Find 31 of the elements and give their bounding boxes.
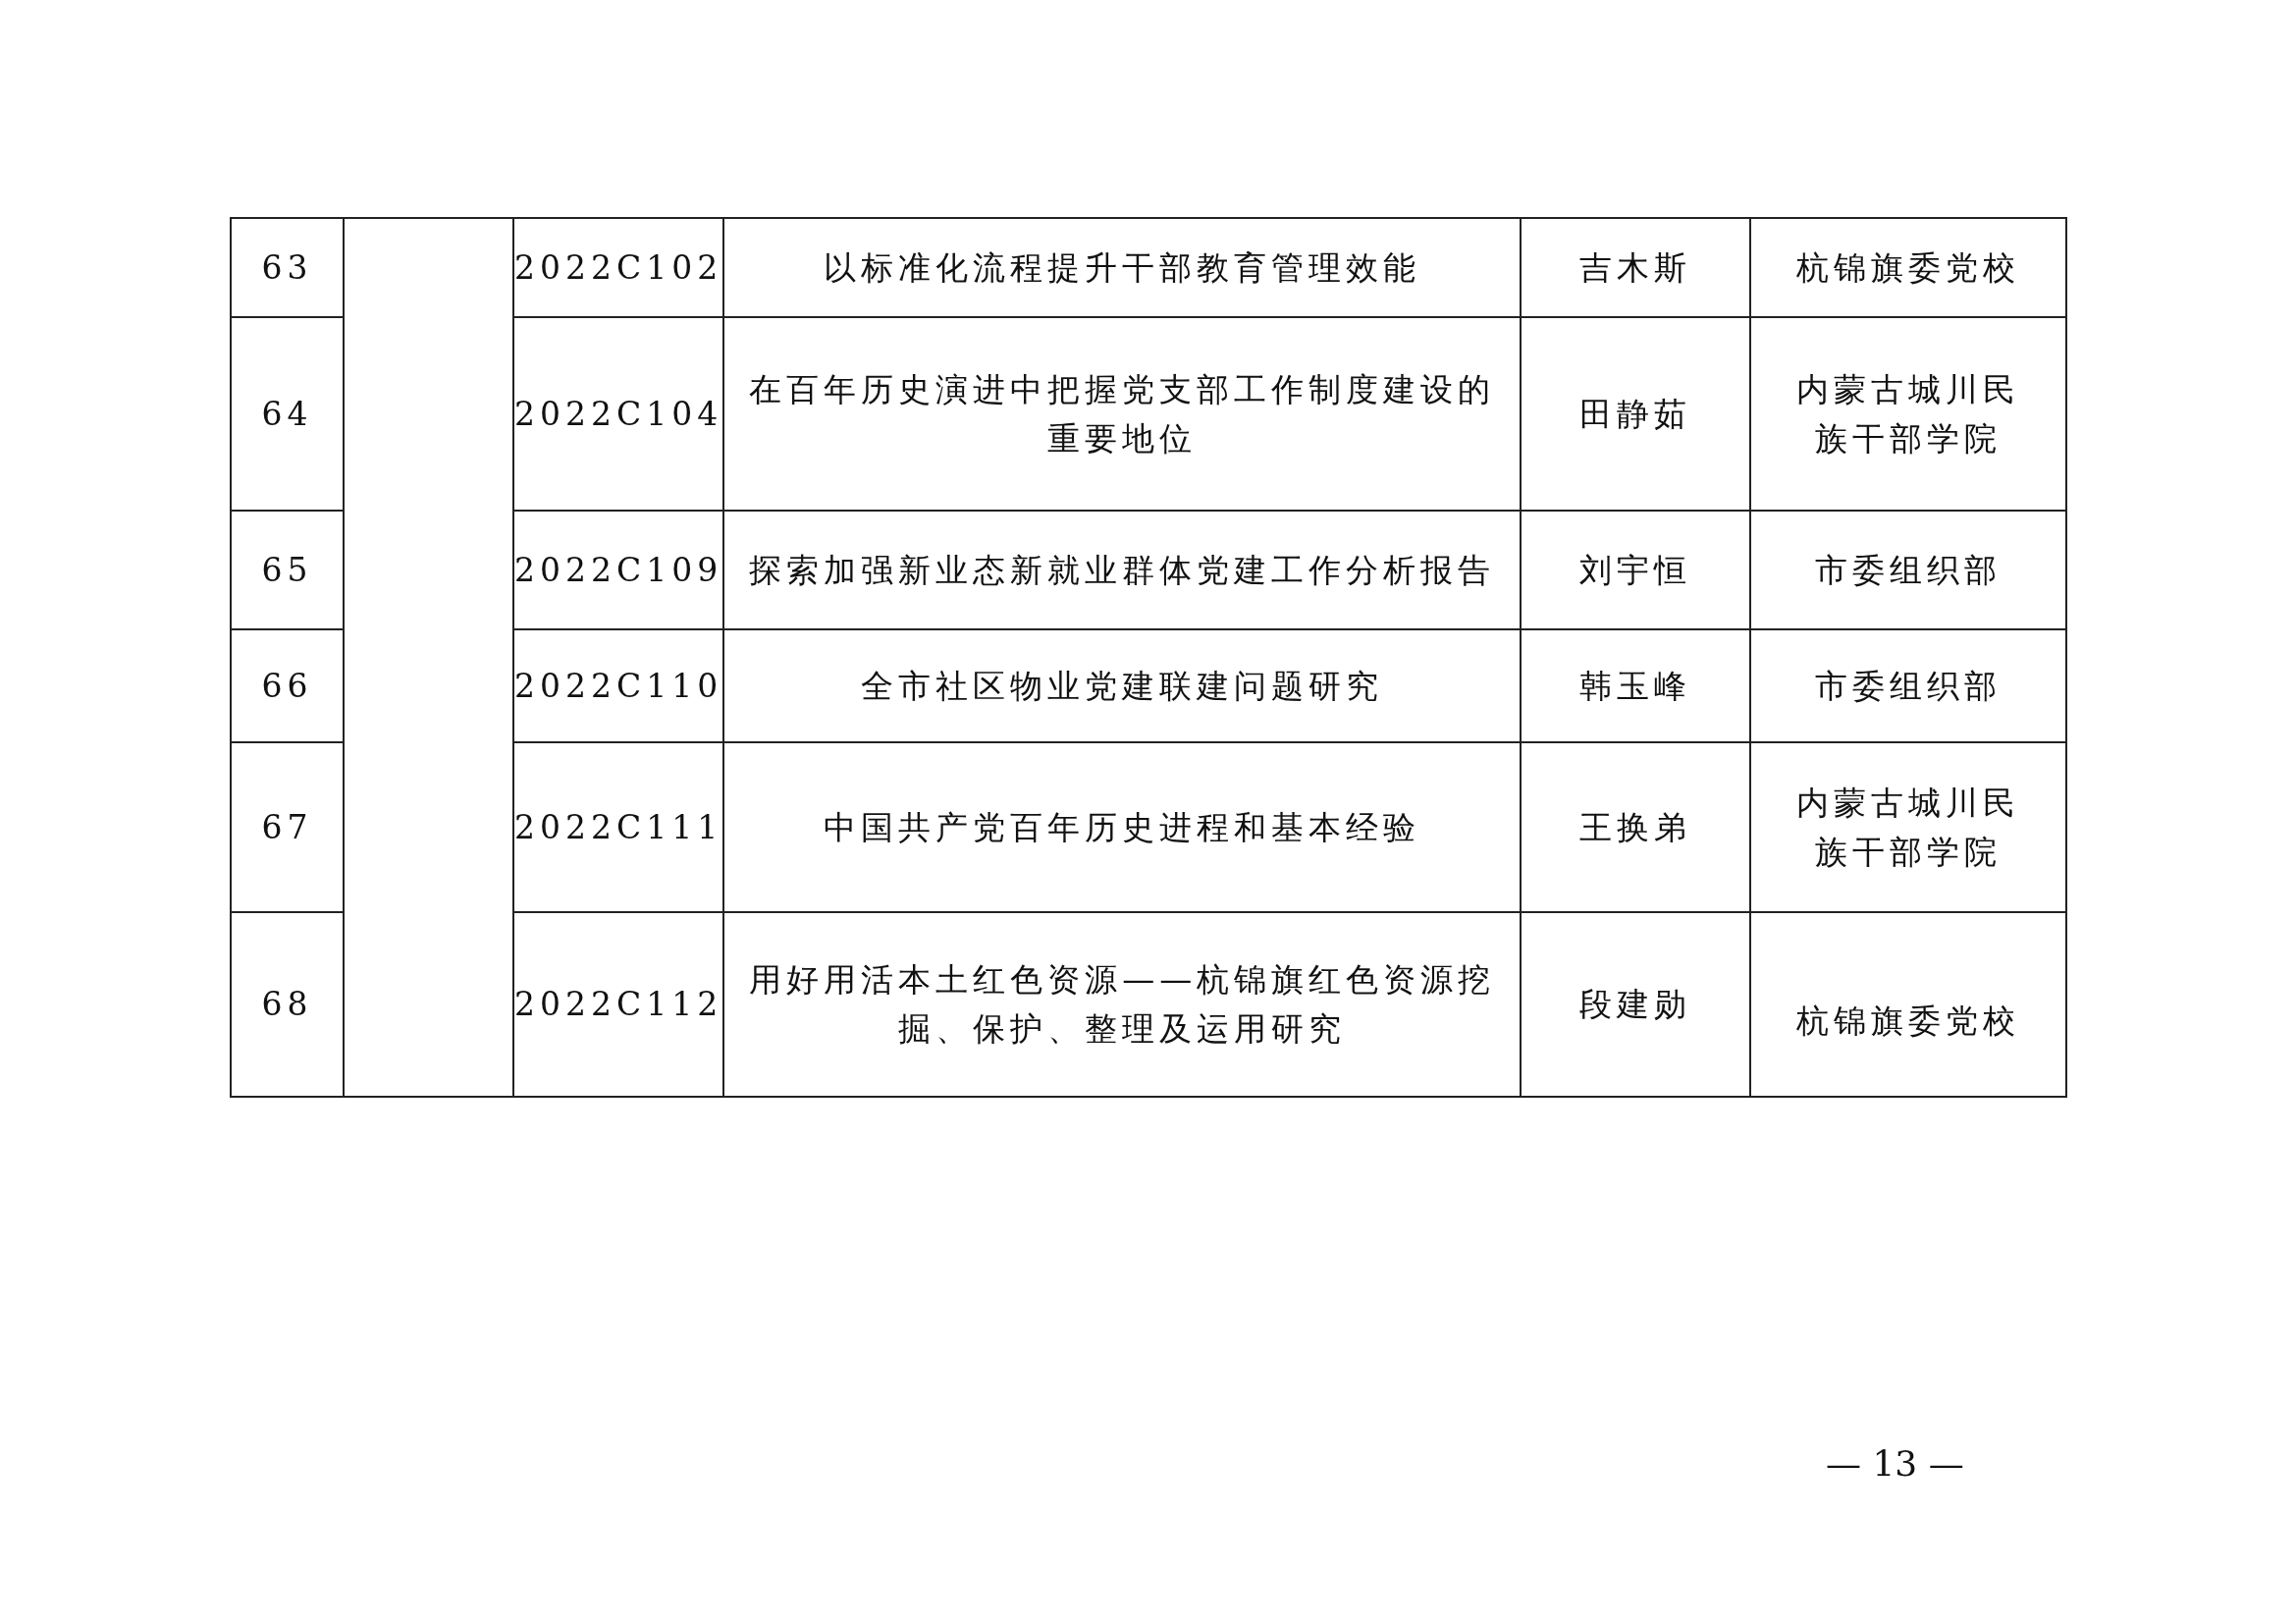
table-cell: 在百年历史演进中把握党支部工作制度建设的重要地位 xyxy=(723,317,1522,511)
table-cell: 2022C109 xyxy=(513,511,724,629)
table-cell: 中国共产党百年历史进程和基本经验 xyxy=(723,742,1522,912)
table-cell: 杭锦旗委党校 xyxy=(1750,218,2067,317)
page-number: — 13 — xyxy=(1826,1443,1964,1484)
table-cell: 韩玉峰 xyxy=(1521,629,1751,742)
table-cell: 2022C104 xyxy=(513,317,724,511)
table-cell: 田静茹 xyxy=(1521,317,1751,511)
table-cell: 66 xyxy=(231,629,344,742)
table-cell: 2022C102 xyxy=(513,218,724,317)
table-cell: 用好用活本土红色资源——杭锦旗红色资源挖掘、保护、整理及运用研究 xyxy=(723,912,1522,1097)
table-cell: 全市社区物业党建联建问题研究 xyxy=(723,629,1522,742)
table-cell: 65 xyxy=(231,511,344,629)
table-cell: 内蒙古城川民族干部学院 xyxy=(1750,742,2067,912)
table-cell: 2022C111 xyxy=(513,742,724,912)
table-cell: 68 xyxy=(231,912,344,1097)
table-cell: 67 xyxy=(231,742,344,912)
table-cell: 吉木斯 xyxy=(1521,218,1751,317)
table-cell: 王换弟 xyxy=(1521,742,1751,912)
table-cell: 段建勋 xyxy=(1521,912,1751,1097)
table-cell: 市委组织部 xyxy=(1750,511,2067,629)
table-cell: 64 xyxy=(231,317,344,511)
table-cell: 2022C112 xyxy=(513,912,724,1097)
table-cell: 以标准化流程提升干部教育管理效能 xyxy=(723,218,1522,317)
table-cell: 刘宇恒 xyxy=(1521,511,1751,629)
table-cell: 2022C110 xyxy=(513,629,724,742)
table-cell: 探索加强新业态新就业群体党建工作分析报告 xyxy=(723,511,1522,629)
table-cell: 市委组织部 xyxy=(1750,629,2067,742)
table-cell: 63 xyxy=(231,218,344,317)
table-cell: 杭锦旗委党校 xyxy=(1750,912,2067,1097)
table-cell: 内蒙古城川民族干部学院 xyxy=(1750,317,2067,511)
